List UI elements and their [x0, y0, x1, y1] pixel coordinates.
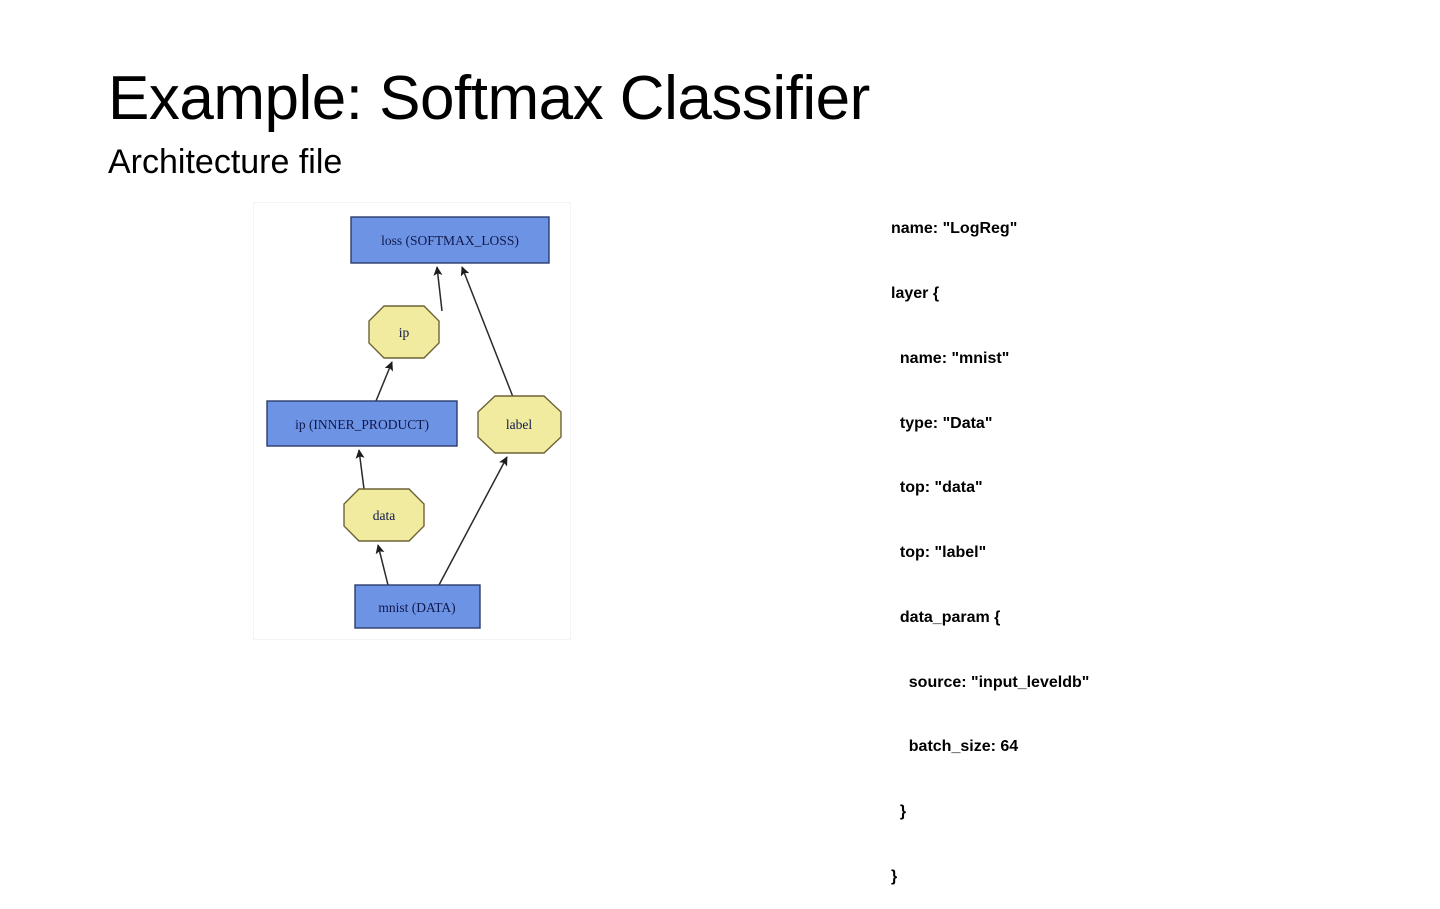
node-loss-shape — [350, 216, 550, 264]
network-diagram-panel: loss (SOFTMAX_LOSS) ip ip (INNER_PRODUCT… — [253, 202, 571, 640]
node-ip-blob[interactable]: ip — [368, 305, 440, 359]
node-ip-layer-shape — [266, 400, 458, 447]
page-title: Example: Softmax Classifier — [108, 64, 870, 133]
node-loss[interactable]: loss (SOFTMAX_LOSS) — [350, 216, 550, 264]
edge-ip-blob-to-loss — [433, 266, 443, 312]
node-data-blob[interactable]: data — [343, 488, 425, 542]
code-line: top: "label" — [891, 544, 987, 562]
edge-label-to-loss — [460, 266, 514, 398]
page-subtitle: Architecture file — [108, 143, 343, 181]
node-loss-label: loss (SOFTMAX_LOSS) — [381, 233, 519, 248]
code-line: type: "Data" — [891, 414, 993, 432]
edge-ip-layer-to-ip-blob — [375, 361, 393, 402]
prototxt-code-block: name: "LogReg" layer { name: "mnist" typ… — [891, 175, 1089, 909]
edge-data-to-ip-layer — [355, 449, 365, 490]
node-ip-blob-label: ip — [399, 325, 410, 340]
code-line: } — [891, 868, 898, 885]
node-ip-blob-shape — [368, 305, 440, 359]
node-label-blob-label: label — [506, 417, 532, 432]
code-line: source: "input_leveldb" — [891, 673, 1090, 691]
code-line: name: "mnist" — [891, 349, 1010, 367]
node-mnist-shape — [354, 584, 481, 629]
node-ip-layer[interactable]: ip (INNER_PRODUCT) — [266, 400, 458, 447]
edge-mnist-to-data — [375, 544, 389, 586]
node-data-blob-shape — [343, 488, 425, 542]
node-label-blob-shape — [477, 395, 562, 454]
network-diagram-svg: loss (SOFTMAX_LOSS) ip ip (INNER_PRODUCT… — [266, 216, 562, 629]
code-line: } — [891, 803, 907, 821]
node-ip-layer-label: ip (INNER_PRODUCT) — [295, 417, 429, 432]
code-line: name: "LogReg" — [891, 220, 1018, 238]
node-mnist[interactable]: mnist (DATA) — [354, 584, 481, 629]
diagram-edges — [355, 266, 514, 586]
node-data-blob-label: data — [373, 508, 396, 523]
edge-mnist-to-label — [438, 456, 508, 586]
code-line: batch_size: 64 — [891, 738, 1019, 756]
code-line: top: "data" — [891, 479, 983, 497]
node-label-blob[interactable]: label — [477, 395, 562, 454]
code-line: layer { — [891, 284, 940, 302]
node-mnist-label: mnist (DATA) — [378, 600, 455, 615]
code-line: data_param { — [891, 608, 1001, 626]
